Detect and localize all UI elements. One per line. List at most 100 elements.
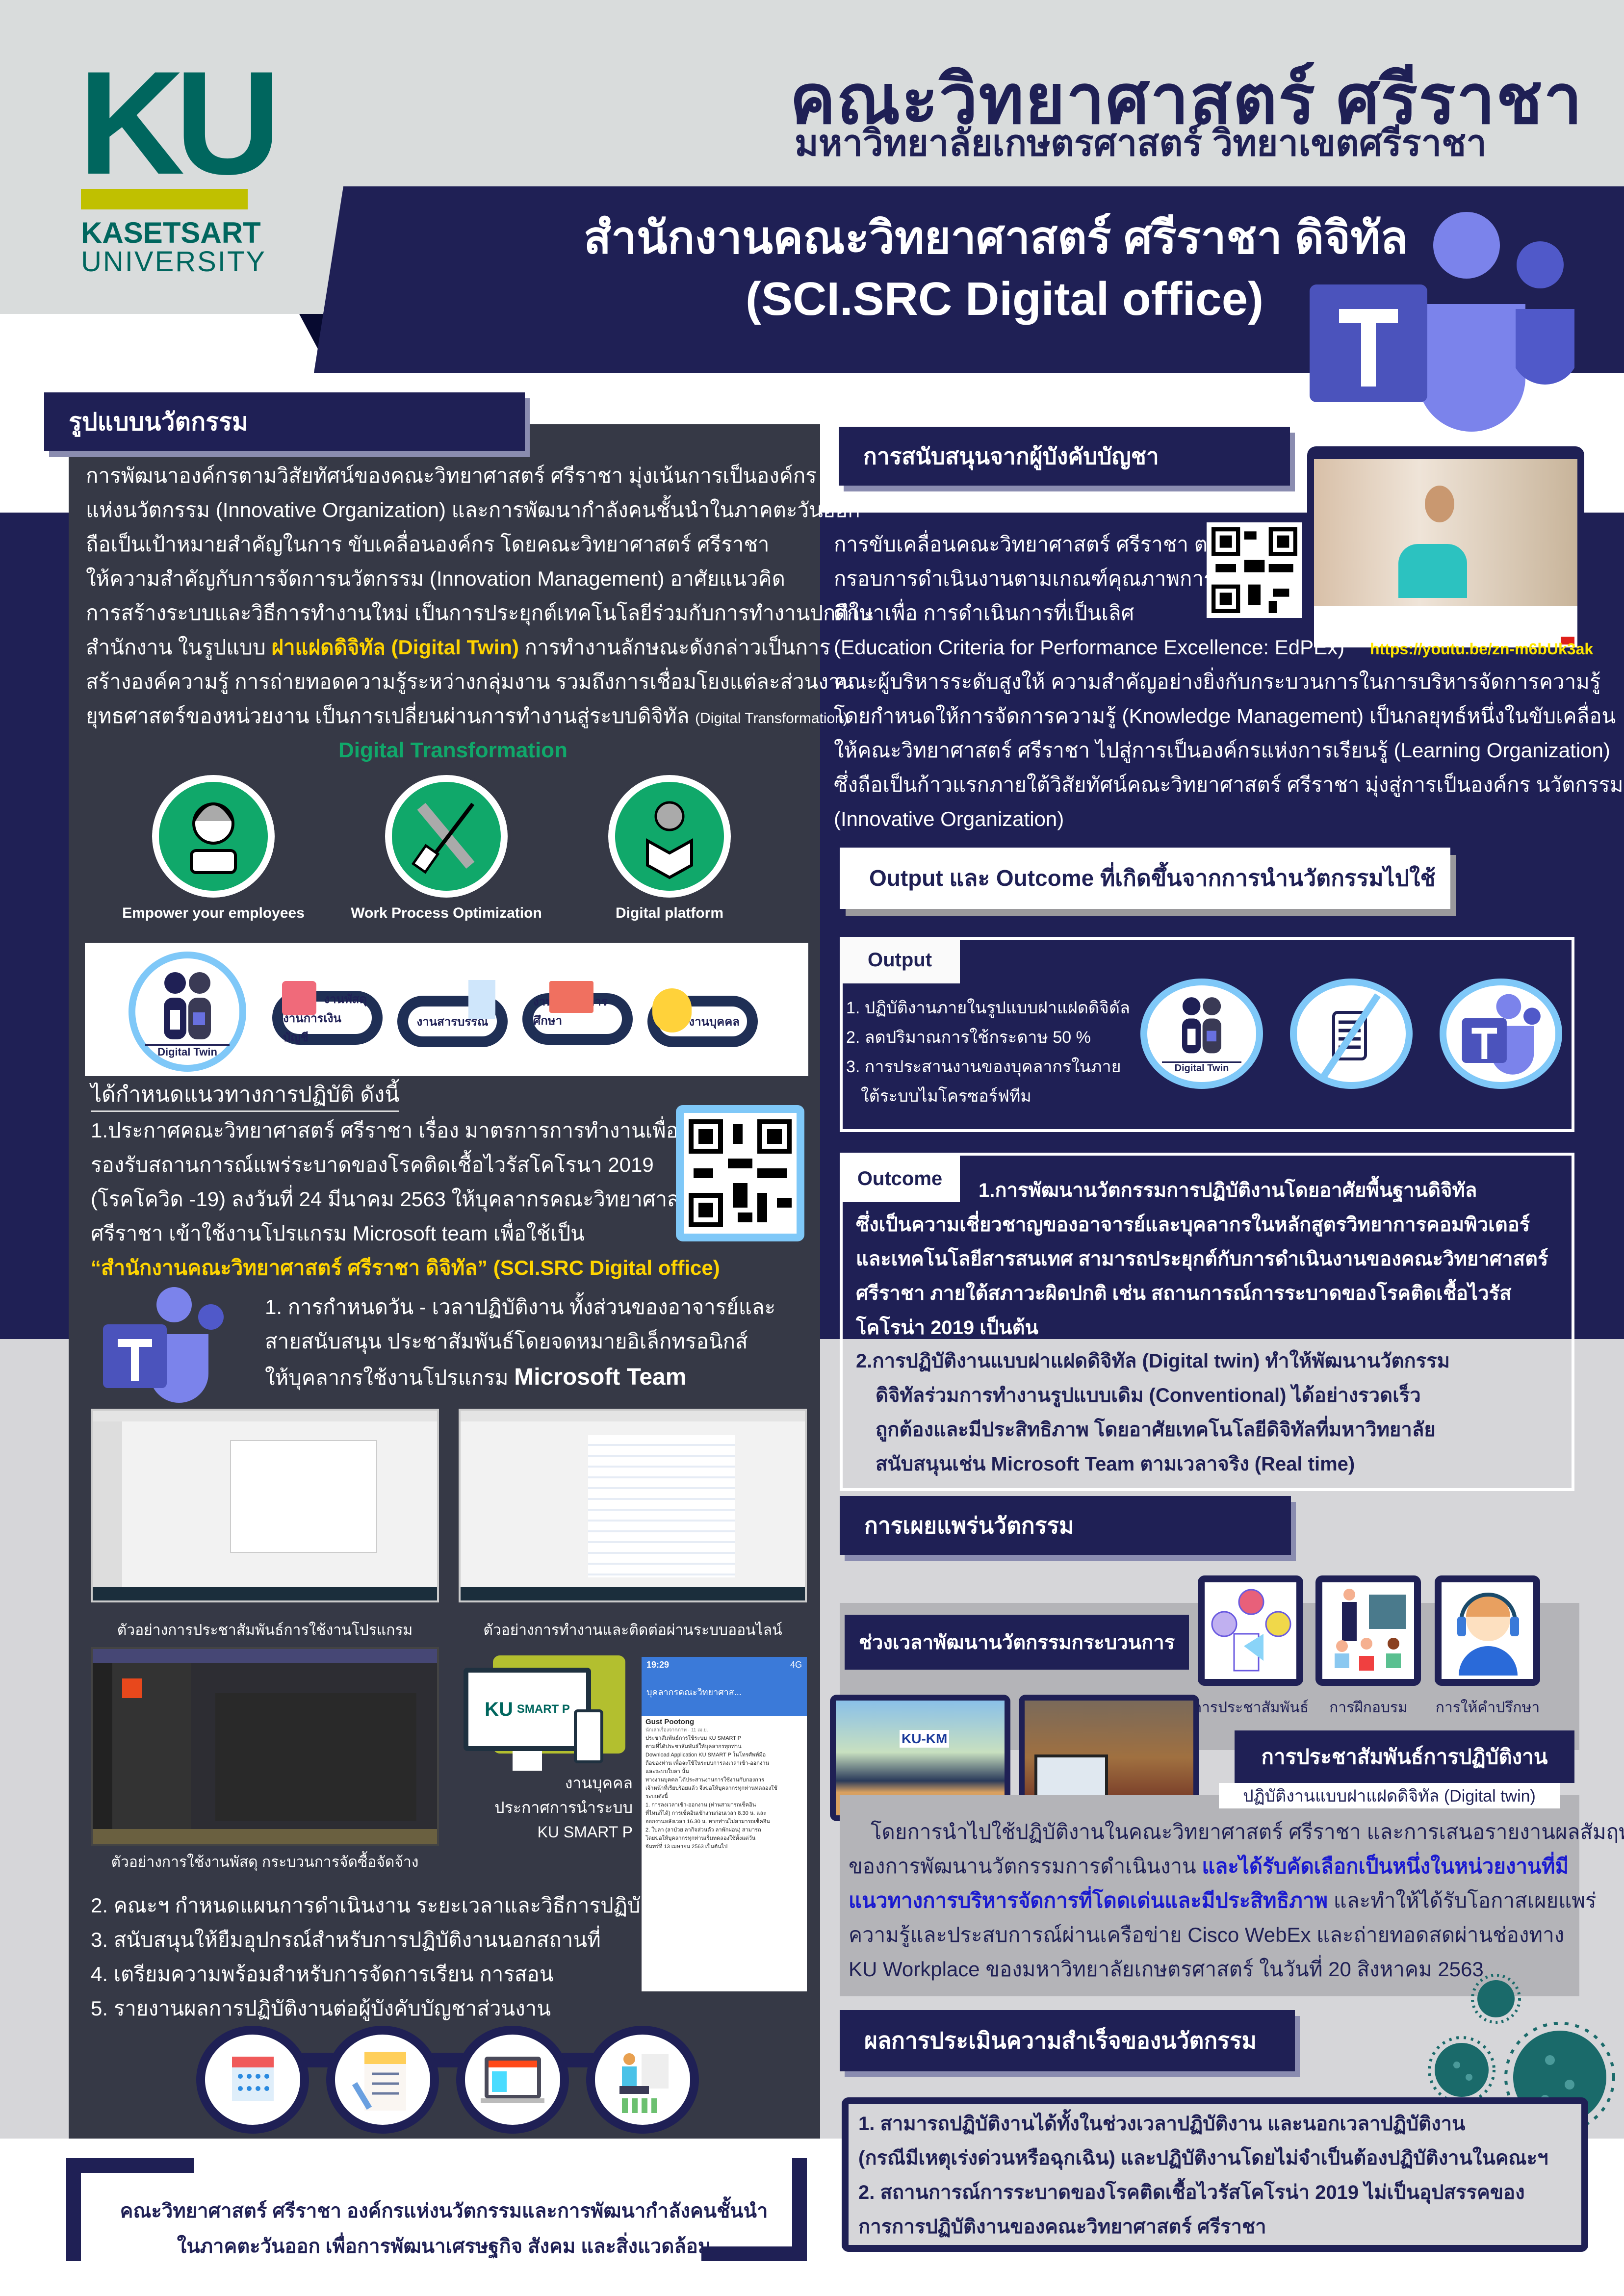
support-line: ซึ่งถือเป็นก้าวแรกภายใต้วิสัยทัศน์คณะวิท…: [834, 773, 1624, 796]
digital-twin-label: Digital Twin: [1162, 1061, 1241, 1074]
outcome-1: 1.การพัฒนานวัตกรรมการปฏิบัติงานโดยอาศัยพ…: [856, 1173, 1548, 1345]
slogan-line: ในภาคตะวันออก เพื่อการพัฒนาเศรษฐกิจ สังค…: [177, 2236, 711, 2257]
public-relations-icon: [1198, 1575, 1303, 1686]
video-frame[interactable]: [1307, 446, 1584, 652]
ku-smart-graphic: KU SMART P: [454, 1655, 630, 1783]
support-line: โดยกำหนดให้การจัดการความรู้ (Knowledge M…: [834, 704, 1616, 727]
paragraph-line: การพัฒนาองค์กรตามวิสัยทัศน์ของคณะวิทยาศา…: [86, 464, 817, 487]
paragraph-line: สำนักงาน ในรูปแบบ ฝาแฝดดิจิทัล (Digital …: [86, 630, 873, 665]
icon-label: การให้คำปรึกษา: [1435, 1700, 1540, 1716]
pr-paragraph: โดยการนำไปใช้ปฏิบัติงานในคณะวิทยาศาสตร์ …: [849, 1815, 1624, 1986]
icon-label: การฝึกอบรม: [1329, 1700, 1408, 1716]
post-line: 1. การลงเวลาเข้า-ออกงาน (ท่านสามารถเช็คอ…: [645, 1802, 756, 1808]
text: ให้บุคลากรใช้งานโปรแกรม: [265, 1366, 515, 1389]
ku-logo-university: UNIVERSITY: [81, 246, 267, 278]
outcome-line: และเทคโนโลยีสารสนเทศ สามารถประยุกต์กับกา…: [856, 1248, 1548, 1270]
post-line: Download Application KU SMART P ในโทรศัพ…: [645, 1752, 766, 1758]
text: สำนักงาน ในรูปแบบ: [86, 636, 272, 659]
post-line: ที่ไหนก็ได้) การเช็คอินเข้างานก่อนเวลา 8…: [645, 1810, 767, 1816]
guideline-line: (โรคโควิด -19) ลงวันที่ 24 มีนาคม 2563 ใ…: [91, 1187, 704, 1211]
outcome-line: ซึ่งเป็นความเชี่ยวชาญของอาจารย์และบุคลาก…: [856, 1214, 1530, 1236]
paragraph-line: แห่งนวัตกรรม (Innovative Organization) แ…: [86, 498, 860, 521]
support-line: คณะผู้บริหารระดับสูงให้ ความสำคัญอย่างยิ…: [834, 670, 1601, 693]
post-line: และระบบใบลา นั้น: [645, 1769, 689, 1775]
icon-label: การประชาสัมพันธ์: [1192, 1700, 1309, 1716]
unit-label: งานพัสดุ: [324, 992, 367, 1006]
ku-logo-kasetsart: KASETSART: [81, 216, 261, 249]
post-line: ออกงานหลังเวลา 16.30 น. หากท่านไม่สามารถ…: [645, 1819, 770, 1825]
no-paper-icon: [1290, 979, 1413, 1089]
evaluation-line: 1. สามารถปฏิบัติงานได้ทั้งในช่วงเวลาปฏิบ…: [858, 2113, 1466, 2135]
text: ของการพัฒนานวัตกรรมการดำเนินงาน: [849, 1855, 1202, 1878]
outcome-line: 1.การพัฒนานวัตกรรมการปฏิบัติงานโดยอาศัยพ…: [979, 1180, 1477, 1201]
output-item: 2. ลดปริมาณการใช้กระดาษ 50 %: [846, 1028, 1091, 1047]
banner-subtitle: (SCI.SRC Digital office): [746, 273, 1264, 325]
guideline-heading: ได้กำหนดแนวทางการปฏิบัติ ดังนี้: [91, 1079, 400, 1112]
support-text-top: การขับเคลื่อนคณะวิทยาศาสตร์ ศรีราชา ตาม …: [834, 527, 1344, 665]
paragraph-line: สร้างองค์ความรู้ การถ่ายทอดความรู้ระหว่า…: [86, 670, 854, 693]
text: และทำให้ได้รับโอกาสเผยแพร่: [1328, 1889, 1597, 1912]
results-heading: Output และ Outcome ที่เกิดขึ้นจากการนำนว…: [840, 848, 1450, 909]
digital-transformation-title: Digital Transformation: [338, 738, 567, 762]
video-qr-code[interactable]: [1207, 522, 1302, 618]
post-author: Gust Pootong: [645, 1718, 695, 1726]
presentation-icon: [586, 2026, 699, 2134]
list-item: 2. คณะฯ กำหนดแผนการดำเนินงาน ระยะเวลาและ…: [91, 1894, 690, 1917]
calculator-icon: [282, 981, 316, 1015]
output-item: 3. การประสานงานของบุคลากรในภาย: [846, 1058, 1121, 1076]
digital-twin-highlight: ฝาแฝดดิจิทัล (Digital Twin): [271, 636, 519, 659]
digital-twin-icon: Digital Twin: [1140, 979, 1263, 1089]
page-title: คณะวิทยาศาสตร์ ศรีราชา: [790, 61, 1583, 138]
output-label: Output: [840, 937, 960, 983]
list-item: 5. รายงานผลการปฏิบัติงานต่อผู้บังคับบัญช…: [91, 1997, 551, 2020]
screenshot-procurement: [91, 1647, 439, 1846]
paragraph-line: ถือเป็นเป้าหมายสำคัญในการ ขับเคลื่อนองค์…: [86, 533, 770, 556]
employee-icon: [149, 772, 278, 901]
ku-logo-mark: KU: [78, 40, 281, 205]
post-meta: นักเล่าเรื่องจากภาพ · 11 เม.ย.: [645, 1728, 708, 1733]
evaluation-line: 2. สถานการณ์การระบาดของโรคติดเชื้อไวรัสโ…: [858, 2182, 1525, 2203]
post-line: จันทร์ที่ 13 เมษายน 2563 เป็นต้นไป: [645, 1844, 728, 1850]
laptop-icon: [456, 2026, 569, 2134]
microsoft-teams-icon: [1440, 979, 1562, 1089]
ku-smart-brand: KU: [485, 1698, 513, 1720]
list-item: 4. เตรียมความพร้อมสำหรับการจัดการเรียน ก…: [91, 1962, 554, 1986]
support-line: ศึกษาเพื่อ การดำเนินการที่เป็นเลิศ: [834, 601, 1134, 624]
qr-code[interactable]: [676, 1105, 804, 1241]
outcome-line: ดิจิทัลร่วมการทำงานรูปแบบเดิม (Conventio…: [876, 1385, 1421, 1406]
book-icon: [549, 981, 593, 1013]
support-line: กรอบการดำเนินงานตามเกณฑ์คุณภาพการ: [834, 567, 1215, 590]
pr-line: แนวทางการบริหารจัดการที่โดดเด่นและมีประส…: [849, 1883, 1624, 1918]
text-small: (Digital Transformation): [695, 710, 848, 726]
post-line: ตามที่ได้ประชาสัมพันธ์ให้บุคลากรทุกท่าน: [645, 1744, 742, 1750]
outcome-line: โคโรน่า 2019 เป็นต้น: [856, 1317, 1038, 1339]
screenshot-online-work: [459, 1409, 807, 1602]
pr-heading: การประชาสัมพันธ์การปฏิบัติงาน: [1235, 1730, 1574, 1783]
video-link[interactable]: https://youtu.be/zn-m6bUk3ak: [1370, 640, 1594, 658]
phone-time: 19:29: [646, 1660, 670, 1670]
outcome-label: Outcome: [840, 1156, 960, 1202]
support-line: การขับเคลื่อนคณะวิทยาศาสตร์ ศรีราชา ตาม: [834, 533, 1233, 556]
microsoft-teams-icon: [103, 1287, 224, 1403]
paragraph-line: ยุทธศาสตร์ของหน่วยงาน เป็นการเปลี่ยนผ่าน…: [86, 699, 873, 736]
evaluation-line: การการปฏิบัติงานของคณะวิทยาศาสตร์ ศรีราช…: [858, 2216, 1266, 2238]
notepad-icon: [326, 2026, 439, 2134]
pr-line: KU Workplace ของมหาวิทยาลัยเกษตรศาสตร์ ใ…: [849, 1958, 1484, 1981]
post-line: เจ้าหน้าที่เรียบร้อยแล้ว จึงขอให้บุคลากร…: [645, 1785, 777, 1791]
support-line: ให้คณะวิทยาศาสตร์ ศรีราชา ไปสู่การเป็นอง…: [834, 739, 1610, 762]
video-thumbnail[interactable]: [1314, 459, 1577, 647]
text: ยุทธศาสตร์ของหน่วยงาน เป็นการเปลี่ยนผ่าน…: [86, 704, 696, 727]
footer-frame-left: [66, 2158, 194, 2261]
screenshot-announcement: [91, 1409, 439, 1602]
post-line: โดยขอให้บุคลากรทุกท่านเริ่มทดลองใช้ตั้งแ…: [645, 1835, 756, 1841]
outcome-line: ศรีราชา ภายใต้สภาวะผิดปกติ เช่น สถานการณ…: [856, 1283, 1512, 1304]
output-list: 1. ปฏิบัติงานภายในรูปแบบฝาแฝดดิจิดัล 2. …: [846, 993, 1130, 1111]
footer-slogan: คณะวิทยาศาสตร์ ศรีราชา องค์กรแห่งนวัตกรร…: [86, 2193, 802, 2264]
guideline-text: 1.ประกาศคณะวิทยาศาสตร์ ศรีราชา เรื่อง มา…: [91, 1113, 720, 1285]
digital-twin-icon: Digital Twin: [129, 952, 246, 1072]
caption-line: ประกาศการนำระบบ: [494, 1799, 633, 1816]
page-subtitle: มหาวิทยาลัยเกษตรศาสตร์ วิทยาเขตศรีราชา: [795, 123, 1487, 163]
people-icon: [652, 988, 692, 1032]
output-box: [840, 937, 1574, 1132]
slogan-line: คณะวิทยาศาสตร์ ศรีราชา องค์กรแห่งนวัตกรร…: [120, 2200, 768, 2222]
